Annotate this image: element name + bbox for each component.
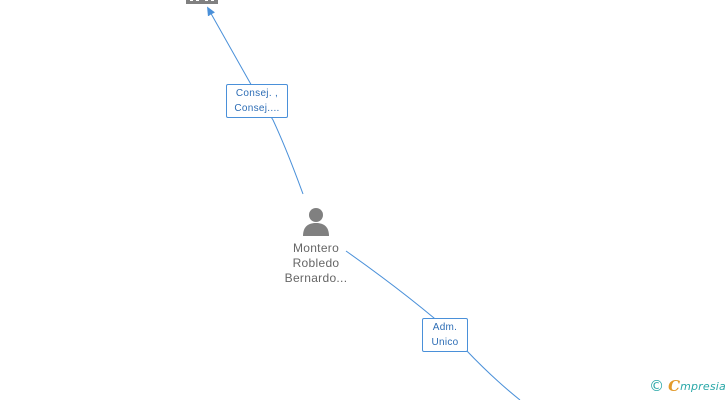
brand-logo: © C mpresia [649, 376, 726, 396]
edge-label-line: Unico [431, 337, 459, 348]
edge-adm-line [345, 250, 521, 400]
brand-name: mpresia [680, 379, 726, 393]
building-icon[interactable] [186, 0, 218, 6]
edge-label-line: Adm. [432, 322, 458, 333]
person-name-line: Robledo [292, 256, 340, 270]
person-name-line: Bernardo... [284, 271, 348, 285]
edge-label-line: Consej.... [234, 103, 280, 114]
edge-label-adm[interactable]: Adm. Unico [422, 318, 468, 352]
person-name-line: Montero [292, 241, 340, 255]
person-icon [303, 208, 329, 236]
copyright-icon: © [649, 377, 665, 395]
person-node[interactable]: Montero Robledo Bernardo... [266, 207, 366, 286]
brand-initial: C [668, 377, 681, 395]
edge-consej-line [207, 6, 304, 195]
edge-label-line: Consej. , [235, 88, 279, 99]
edge-label-consej[interactable]: Consej. , Consej.... [226, 84, 288, 118]
